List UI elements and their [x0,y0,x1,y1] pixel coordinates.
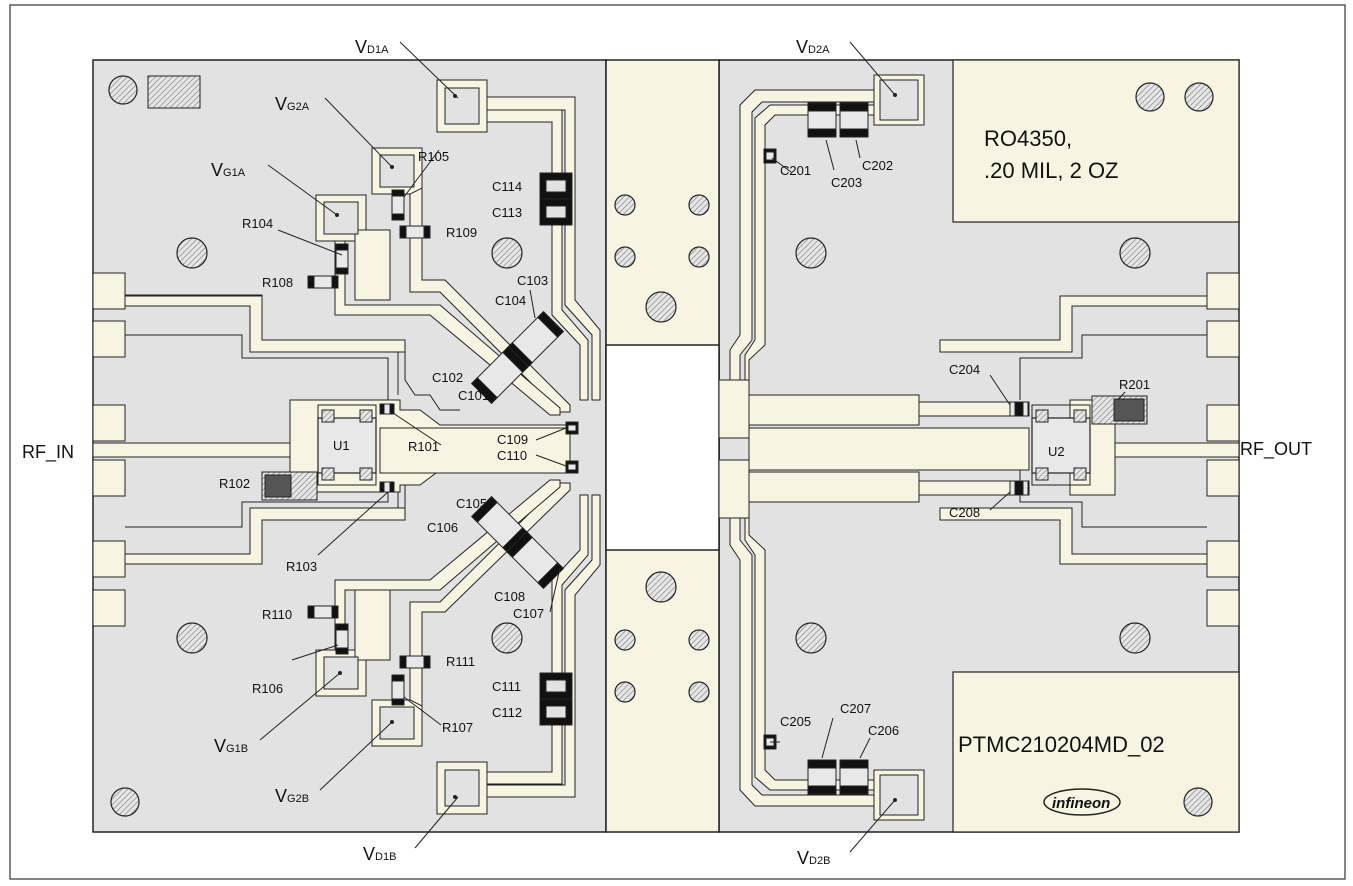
vg1b-label: VG1B [214,736,248,756]
right-trace-fills [939,295,1208,565]
c112-label: C112 [492,705,522,720]
vg1a-label: VG1A [211,160,246,180]
small-components [307,148,1029,750]
svg-text:infineon: infineon [1052,795,1110,812]
c202-label: C202 [862,158,893,173]
c203-label: C203 [831,175,862,190]
vd1b-label: VD1B [363,844,396,864]
vd2a-label: VD2A [796,37,830,57]
rf-out-label: RF_OUT [1240,439,1312,460]
r111-label: R111 [446,654,475,669]
r107-label: R107 [442,720,473,735]
mounting-holes [108,75,1214,817]
hatched-marker [147,75,201,109]
c204-label: C204 [949,362,980,377]
r106-label: R106 [252,681,283,696]
resistor-r102 [261,471,318,501]
c208-label: C208 [949,505,980,520]
r102-label: R102 [219,476,250,491]
vd1a-label: VD1A [355,37,389,57]
u1-label: U1 [333,438,350,453]
large-capacitors [539,172,573,726]
c207-label: C207 [840,701,871,716]
bias-pads [323,79,919,816]
infineon-logo: infineon [1043,788,1121,816]
c102-label: C102 [432,370,463,385]
resistor-r201 [1091,395,1148,425]
right-capacitors [807,102,869,795]
c104-label: C104 [495,293,526,308]
r101-label: R101 [408,439,439,454]
leader-lines [259,41,1126,853]
rf-in-label: RF_IN [22,442,74,463]
c105-label: C105 [456,496,487,511]
substrate-line2: .20 MIL, 2 OZ [984,158,1119,183]
r110-label: R110 [262,607,292,622]
r105-label: R105 [418,149,449,164]
c206-label: C206 [868,723,899,738]
vg2b-label: VG2B [275,786,309,806]
vd2b-label: VD2B [797,848,830,868]
c101-label: C101 [458,388,489,403]
c108-label: C108 [494,589,525,604]
c201-label: C201 [780,163,811,178]
center-cutout [605,344,720,551]
u1-device [317,404,377,486]
c111-label: C111 [492,679,521,694]
c114-label: C114 [492,179,522,194]
c109-label: C109 [497,432,528,447]
c103-label: C103 [517,273,548,288]
part-number: PTMC210204MD_02 [958,732,1165,757]
diagonal-capacitors [471,311,564,589]
r103-label: R103 [286,559,317,574]
r108-label: R108 [262,275,293,290]
c107-label: C107 [513,606,544,621]
left-trace-fills [124,295,406,565]
u2-label: U2 [1048,444,1065,459]
vg2a-label: VG2A [275,94,310,114]
r104-label: R104 [242,216,273,231]
substrate-line1: RO4350, [984,126,1072,151]
r201-label: R201 [1119,377,1150,392]
r109-label: R109 [446,225,477,240]
right-edge-pads [1206,272,1240,627]
u2-device [1031,404,1091,486]
c113-label: C113 [492,205,522,220]
c205-label: C205 [780,714,811,729]
c110-label: C110 [497,448,527,463]
left-edge-pads [92,272,126,627]
c106-label: C106 [427,520,458,535]
